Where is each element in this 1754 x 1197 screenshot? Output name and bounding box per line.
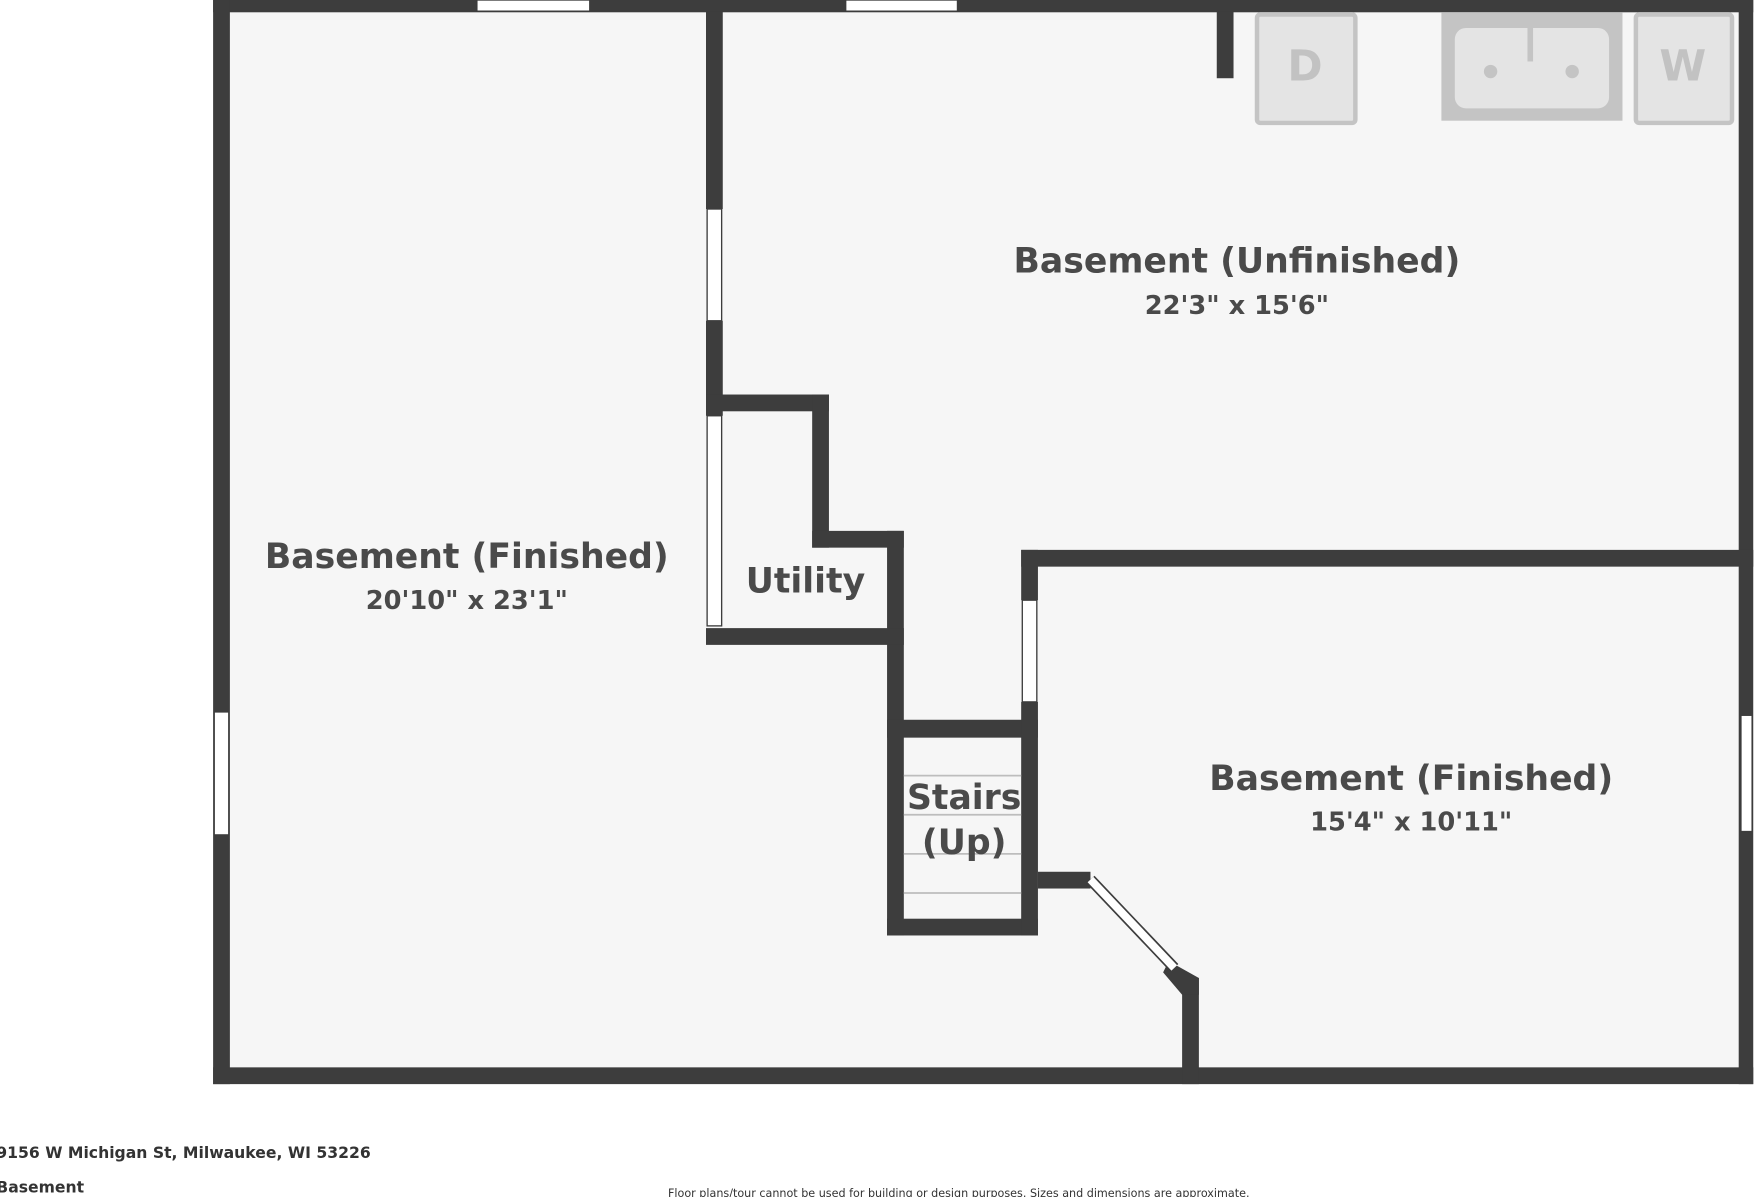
room-name-finished-left: Basement (Finished) bbox=[265, 537, 669, 577]
floor bbox=[213, 0, 1754, 1085]
washer-label: W bbox=[1659, 42, 1706, 91]
stair-treads bbox=[903, 774, 1022, 894]
room-dims-finished-right: 15'4" x 10'11" bbox=[1310, 807, 1512, 837]
room-dims-finished-left: 20'10" x 23'1" bbox=[366, 586, 568, 616]
dryer-label: D bbox=[1287, 42, 1322, 91]
door-diagonal bbox=[1086, 875, 1179, 972]
windows bbox=[213, 0, 1753, 836]
disclaimer: Floor plans/tour cannot be used for buil… bbox=[668, 1187, 1250, 1197]
room-dims-unfinished: 22'3" x 15'6" bbox=[1145, 291, 1329, 321]
dryer: D bbox=[1254, 12, 1358, 126]
stairs-label-line1: Stairs bbox=[907, 778, 1021, 818]
sink bbox=[1441, 12, 1623, 121]
address: 9156 W Michigan St, Milwaukee, WI 53226 bbox=[0, 1143, 371, 1162]
room-name-utility: Utility bbox=[746, 561, 865, 601]
stairs-label-line2: (Up) bbox=[922, 823, 1007, 863]
room-name-unfinished: Basement (Unfinished) bbox=[1013, 242, 1460, 282]
room-name-finished-right: Basement (Finished) bbox=[1209, 759, 1613, 799]
walls bbox=[213, 0, 1754, 1085]
washer: W bbox=[1633, 12, 1735, 126]
floor-label: Basement bbox=[0, 1178, 85, 1197]
